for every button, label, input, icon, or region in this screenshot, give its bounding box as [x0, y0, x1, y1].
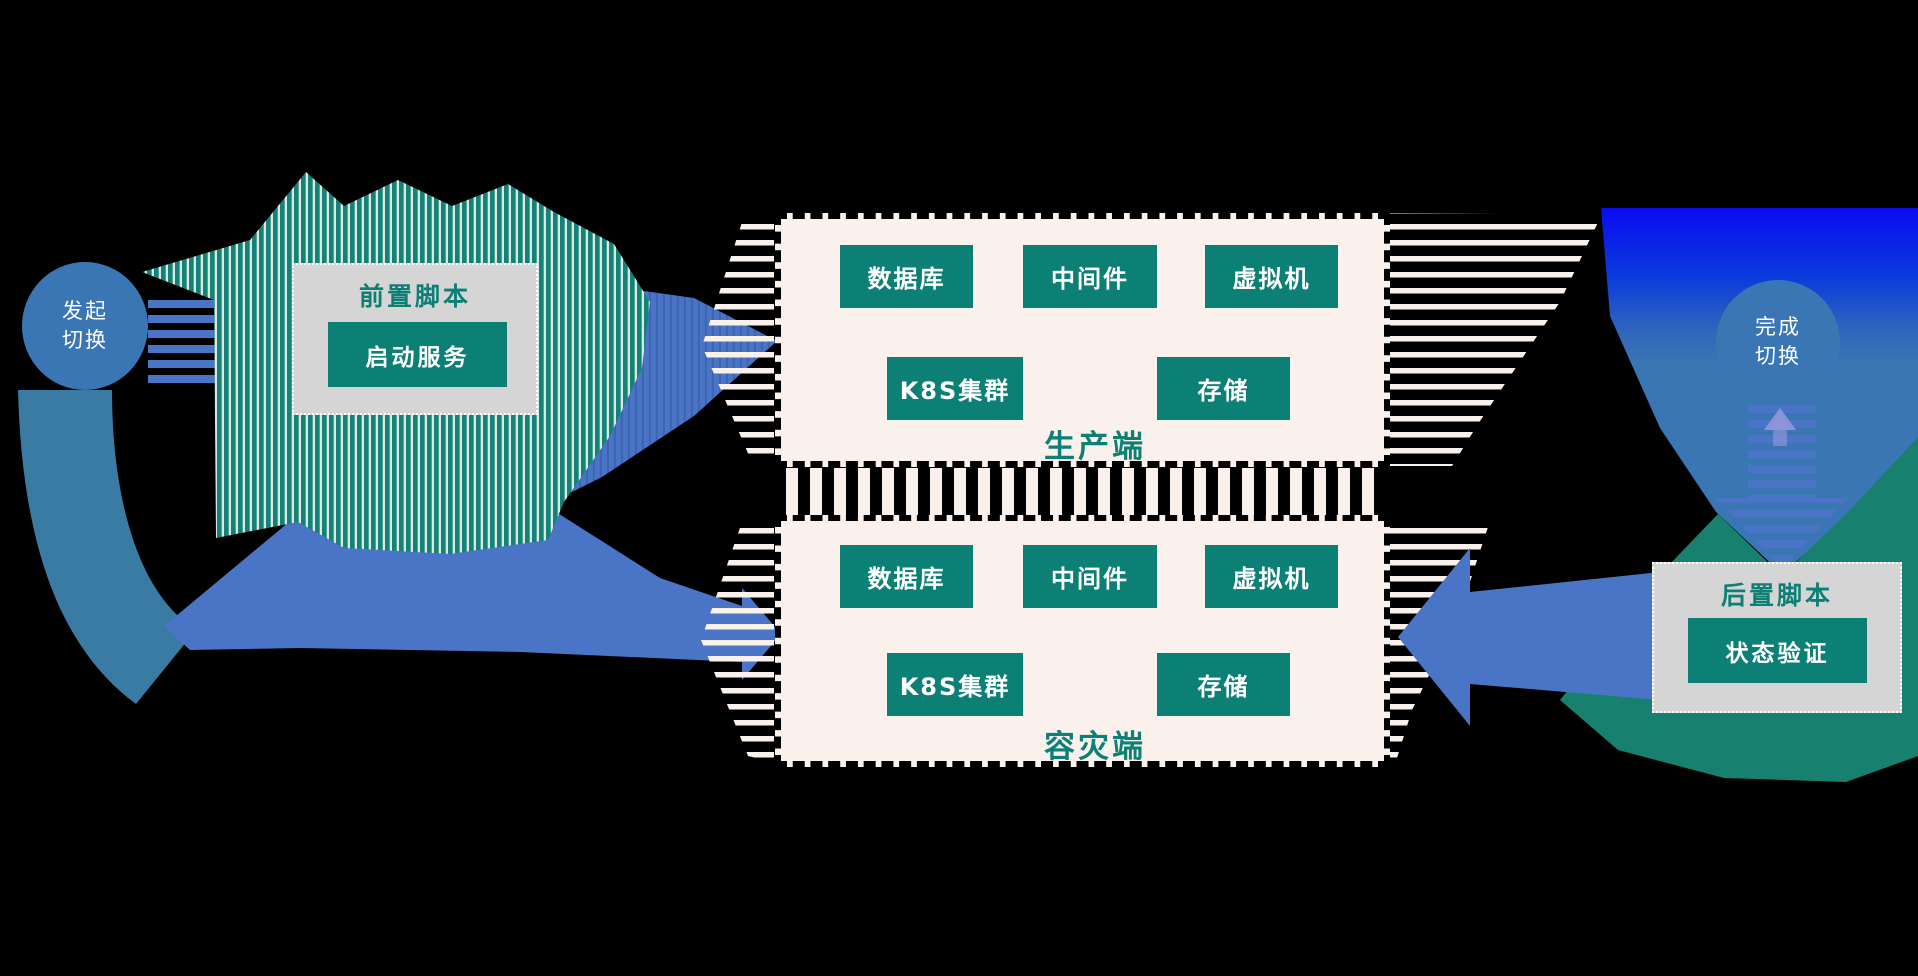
node-middleware: 中间件 — [1023, 245, 1157, 308]
post-script-box: 后置脚本 状态验证 — [1652, 562, 1902, 713]
stripe-wedge-production-right — [1390, 213, 1602, 466]
start-service-node: 启动服务 — [328, 322, 507, 387]
status-verify-node: 状态验证 — [1688, 618, 1867, 683]
zipper-stripe-between-panels — [781, 468, 1385, 515]
pre-script-title: 前置脚本 — [358, 282, 471, 311]
node-storage: 存储 — [1157, 653, 1290, 716]
node-k8s-cluster: K8S集群 — [887, 653, 1023, 716]
finish-circle-line2: 切换 — [1755, 344, 1801, 368]
finish-circle-line1: 完成 — [1755, 315, 1801, 339]
node-vm: 虚拟机 — [1205, 245, 1338, 308]
up-arrow-icon — [1764, 408, 1796, 430]
post-script-title: 后置脚本 — [1720, 581, 1833, 610]
flow-arrow-down-to-postscript — [1716, 404, 1848, 568]
start-circle-line2: 切换 — [62, 328, 108, 352]
node-k8s-cluster: K8S集群 — [887, 357, 1023, 420]
swoosh-stroke-shape — [18, 390, 196, 704]
node-vm: 虚拟机 — [1205, 545, 1338, 608]
pre-script-box: 前置脚本 启动服务 — [292, 263, 538, 415]
dr-panel-label: 容灾端 — [1044, 729, 1146, 765]
node-storage: 存储 — [1157, 357, 1290, 420]
production-panel: 数据库 中间件 虚拟机 K8S集群 存储 生产端 — [775, 213, 1390, 467]
finish-circle: 完成 切换 — [1716, 280, 1840, 404]
stripe-wedge-production-left — [702, 214, 774, 464]
production-panel-label: 生产端 — [1044, 429, 1146, 465]
node-database: 数据库 — [840, 545, 973, 608]
node-middleware: 中间件 — [1023, 545, 1157, 608]
flow-arrow-to-dr-right — [1398, 548, 1660, 726]
start-circle-line1: 发起 — [62, 299, 108, 323]
start-circle: 发起 切换 — [22, 262, 148, 390]
up-arrow-stem — [1773, 430, 1787, 446]
dr-panel: 数据库 中间件 虚拟机 K8S集群 存储 容灾端 — [775, 515, 1390, 767]
stripe-wedge-dr-left — [701, 518, 774, 762]
node-database: 数据库 — [840, 245, 973, 308]
